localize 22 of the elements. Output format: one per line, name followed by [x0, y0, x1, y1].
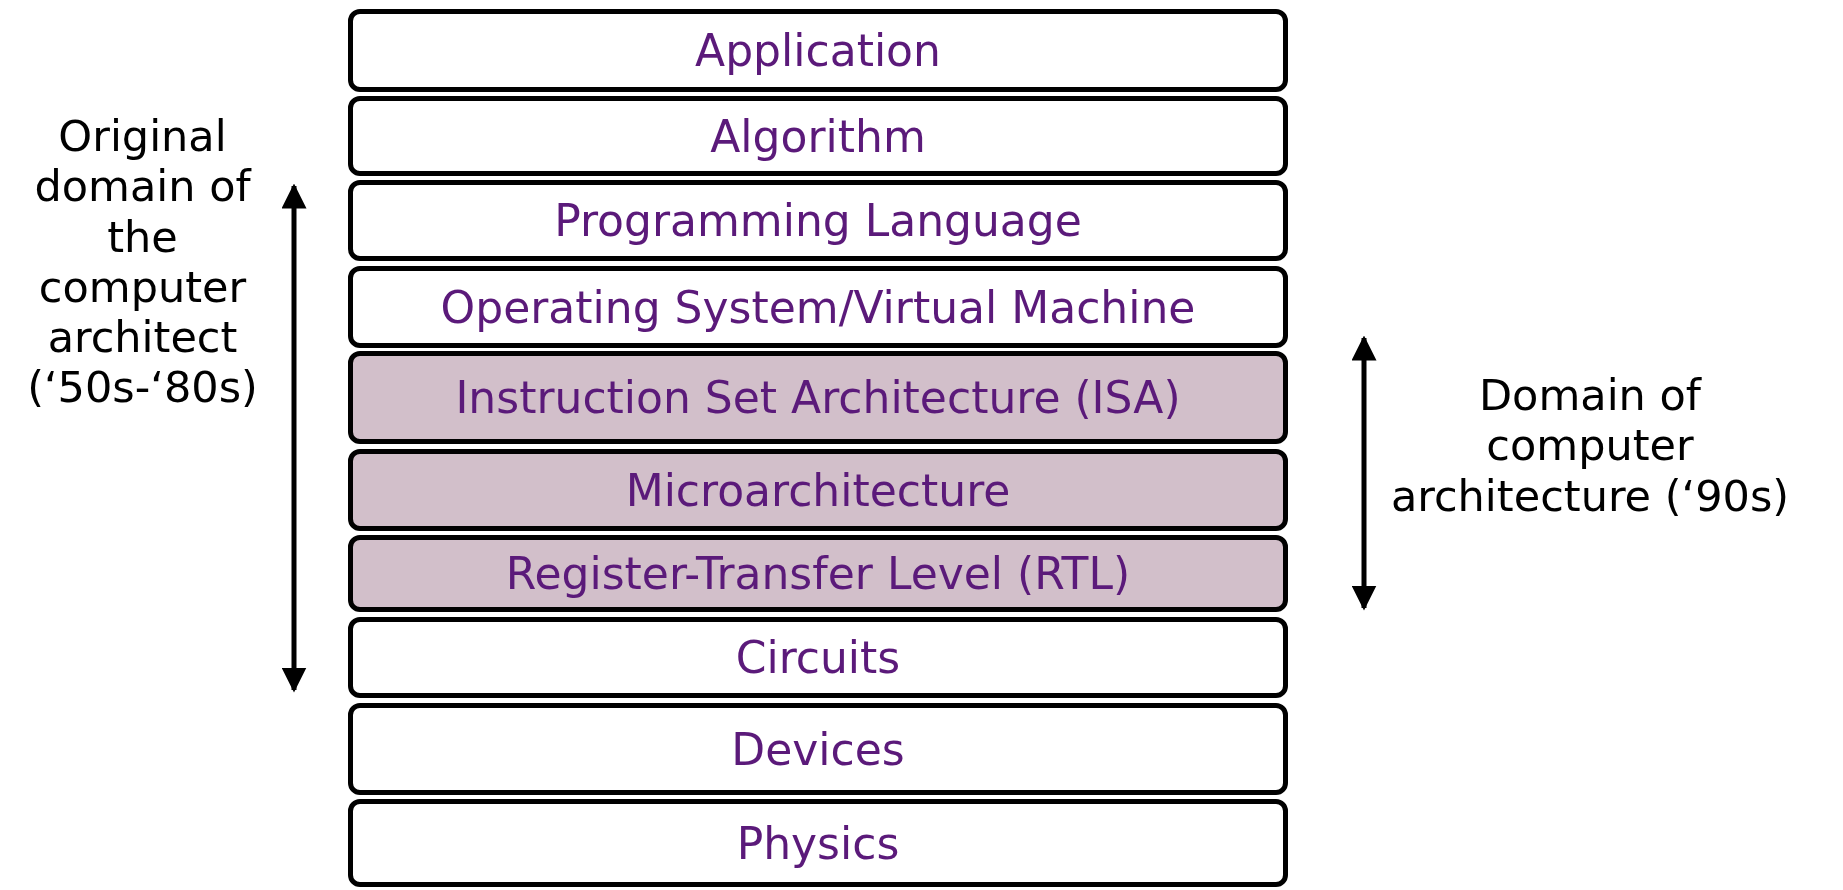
- layer-label: Register-Transfer Level (RTL): [505, 548, 1131, 599]
- layer-label: Operating System/Virtual Machine: [440, 281, 1196, 333]
- layer-box: [348, 266, 1288, 348]
- layer-label: Circuits: [735, 632, 901, 683]
- layer-label: Instruction Set Architecture (ISA): [455, 372, 1181, 423]
- layer-box: [348, 9, 1288, 92]
- layer-label: Microarchitecture: [625, 464, 1011, 516]
- layer-box: [348, 351, 1288, 444]
- layer-box: [348, 617, 1288, 698]
- layer-label: Algorithm: [710, 110, 926, 162]
- layer-label: Application: [695, 25, 941, 76]
- range-label: Domain of computer architecture (‘90s): [1389, 369, 1791, 521]
- range-label: Original domain of the computer architect (‘50s-‘80s): [26, 111, 259, 413]
- layer-box: [348, 799, 1288, 887]
- layer-label: Physics: [736, 817, 900, 869]
- layer-box: [348, 535, 1288, 612]
- layer-box: [348, 703, 1288, 795]
- layer-box: [348, 449, 1288, 531]
- layer-label: Devices: [731, 723, 905, 775]
- layer-box: [348, 180, 1288, 261]
- layer-box: [348, 96, 1288, 176]
- layer-label: Programming Language: [554, 195, 1082, 246]
